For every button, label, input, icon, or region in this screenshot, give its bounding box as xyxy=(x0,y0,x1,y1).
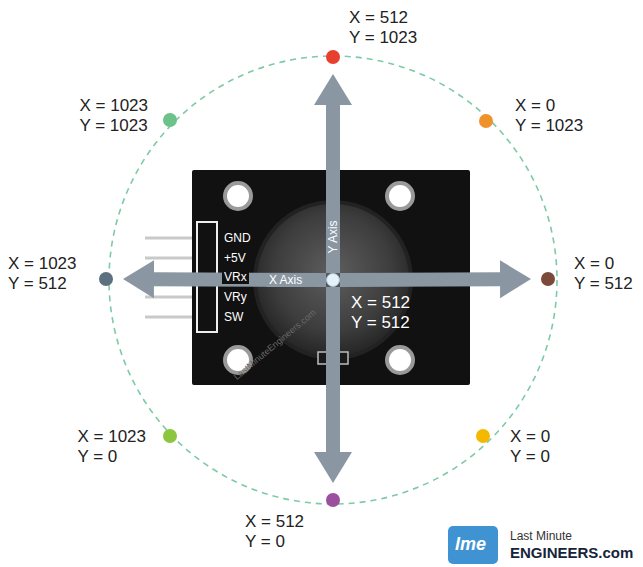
position-dot: X = 0Y = 512 xyxy=(541,272,555,286)
axis-value: Y = 0 xyxy=(245,532,304,552)
axis-label: Y Axis xyxy=(326,218,340,257)
pin-name: VRy xyxy=(224,290,247,304)
axis-value: Y = 512 xyxy=(351,313,410,333)
axis-label: X Axis xyxy=(266,273,305,287)
axis-value: Y = 512 xyxy=(8,274,77,294)
position-dot: X = 512Y = 0 xyxy=(326,493,340,507)
range-circle xyxy=(109,56,557,504)
position-dot: X = 1023Y = 0 xyxy=(163,429,177,443)
value-readout: X = 0Y = 1023 xyxy=(515,96,583,136)
value-readout: X = 1023Y = 0 xyxy=(77,427,146,467)
value-readout: X = 512Y = 512 xyxy=(351,293,410,333)
mounting-hole xyxy=(387,347,413,373)
logo-icon xyxy=(448,526,498,564)
value-readout: X = 1023Y = 1023 xyxy=(79,96,148,136)
position-dot: X = 1023Y = 512 xyxy=(99,272,113,286)
axis-value: X = 0 xyxy=(574,254,633,274)
pin xyxy=(145,296,200,299)
axis-value: X = 1023 xyxy=(8,254,77,274)
logo-mark: lme xyxy=(455,533,486,555)
watermark: LastMinuteEngineers.com xyxy=(232,307,319,382)
pin-name: +5V xyxy=(224,251,246,265)
axis-value: X = 512 xyxy=(349,8,417,28)
mounting-hole xyxy=(225,183,251,209)
axis-value: Y = 1023 xyxy=(79,116,148,136)
pin-name: GND xyxy=(224,231,251,245)
value-readout: X = 0Y = 0 xyxy=(510,427,550,467)
position-dot: X = 512Y = 1023 xyxy=(326,50,340,64)
axis-value: X = 512 xyxy=(351,293,410,313)
value-readout: X = 512Y = 1023 xyxy=(349,8,417,48)
value-readout: X = 1023Y = 512 xyxy=(8,254,77,294)
position-dot: X = 0Y = 0 xyxy=(476,429,490,443)
axis-value: X = 512 xyxy=(245,512,304,532)
axis-value: Y = 1023 xyxy=(349,28,417,48)
position-dot: X = 0Y = 1023 xyxy=(479,114,493,128)
position-dot: X = 1023Y = 1023 xyxy=(163,113,177,127)
logo-text: Last Minute xyxy=(510,529,572,543)
axis-value: X = 1023 xyxy=(79,96,148,116)
axis-arrow xyxy=(326,105,340,273)
position-dot: X = 512Y = 512 xyxy=(326,273,340,287)
value-readout: X = 512Y = 0 xyxy=(245,512,304,552)
axis-value: Y = 512 xyxy=(574,274,633,294)
axis-arrow xyxy=(340,272,500,287)
mounting-hole xyxy=(387,183,413,209)
pin xyxy=(145,237,200,240)
axis-arrow xyxy=(326,287,340,452)
pin xyxy=(145,316,200,319)
axis-value: Y = 1023 xyxy=(515,116,583,136)
axis-value: X = 0 xyxy=(510,427,550,447)
pin xyxy=(145,257,200,260)
axis-value: X = 0 xyxy=(515,96,583,116)
axis-value: Y = 0 xyxy=(77,447,146,467)
pin-name: SW xyxy=(224,310,243,324)
logo-text: ENGINEERS.com xyxy=(510,544,633,562)
axis-value: X = 1023 xyxy=(77,427,146,447)
axis-value: Y = 0 xyxy=(510,447,550,467)
pin-name: VRx xyxy=(222,270,249,284)
value-readout: X = 0Y = 512 xyxy=(574,254,633,294)
